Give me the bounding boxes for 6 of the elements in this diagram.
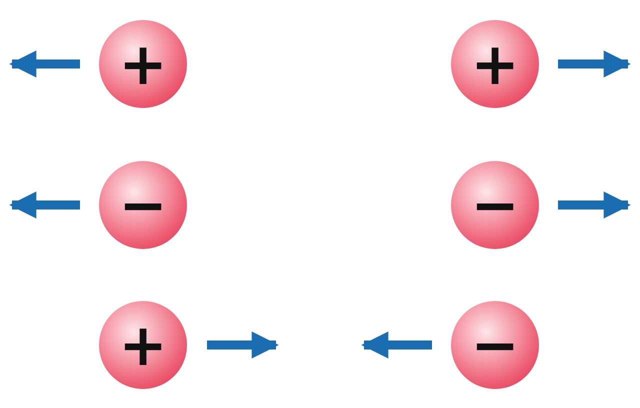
charge-sign: + xyxy=(470,35,520,93)
charge-sign: − xyxy=(118,176,168,234)
charge-sign: + xyxy=(118,316,168,374)
charge-sign: + xyxy=(118,35,168,93)
charge-sign: − xyxy=(470,316,520,374)
charge-sign: − xyxy=(470,176,520,234)
